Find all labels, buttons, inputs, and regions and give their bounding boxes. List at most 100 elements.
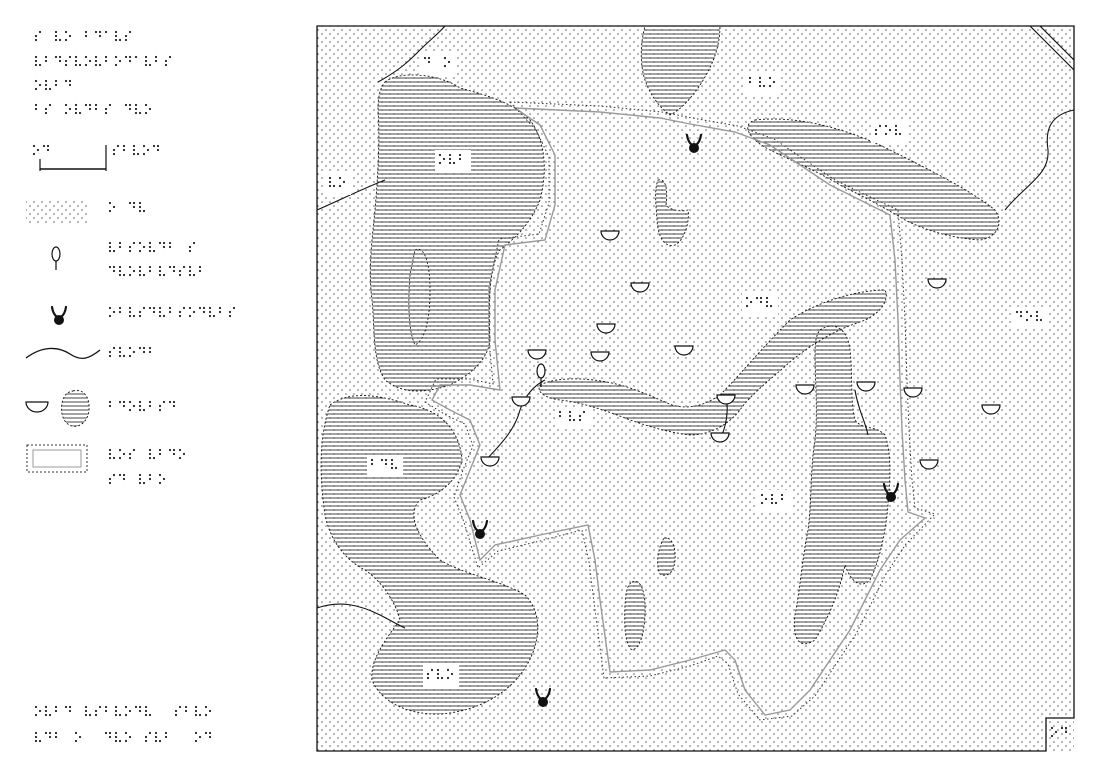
braille-dot (142, 346, 146, 350)
braille-dot (770, 501, 774, 505)
braille-dot (338, 176, 342, 180)
braille-dot (158, 408, 162, 412)
braille-dot (124, 713, 128, 717)
braille-dot (148, 713, 152, 717)
map-label-braille (745, 73, 781, 95)
braille-dot (112, 265, 116, 269)
braille-dot (780, 497, 784, 501)
braille-dot (34, 731, 38, 735)
braille-dot (198, 265, 202, 269)
braille-dot (98, 34, 102, 38)
braille-dot (118, 400, 122, 404)
braille-dot (1039, 318, 1043, 322)
braille-dot (38, 30, 42, 34)
braille-dot (568, 410, 572, 414)
braille-dot (168, 265, 172, 269)
braille-dot (582, 410, 586, 414)
braille-dot (154, 739, 158, 743)
braille-dot (142, 152, 146, 156)
braille-dot (765, 300, 769, 304)
braille-dot (168, 310, 172, 314)
braille-dot (1015, 310, 1019, 314)
map-note-braille (34, 705, 212, 743)
braille-dot (54, 731, 58, 735)
braille-dot (132, 269, 136, 273)
braille-dot (138, 314, 142, 318)
braille-dot (38, 63, 42, 67)
braille-dot (132, 152, 136, 156)
braille-dot (198, 713, 202, 717)
braille-dot (44, 111, 48, 115)
braille-dot (132, 314, 136, 318)
braille-dot (138, 241, 142, 245)
braille-dot (54, 38, 58, 42)
braille-dot (208, 306, 212, 310)
braille-dot (118, 456, 122, 460)
braille-dot (152, 144, 156, 148)
braille-dot (194, 705, 198, 709)
braille-dot (58, 59, 62, 63)
lake-south-small-a (657, 537, 676, 576)
braille-dot (192, 241, 196, 245)
braille-dot (142, 408, 146, 412)
braille-dot (108, 735, 112, 739)
braille-dot (38, 739, 42, 743)
scale-value-label-braille (112, 144, 160, 156)
braille-dot (118, 739, 122, 743)
braille-dot (64, 30, 68, 34)
braille-dot (128, 59, 132, 63)
braille-dot (178, 314, 182, 318)
braille-dot (68, 107, 72, 111)
braille-dot (44, 731, 48, 735)
braille-dot (158, 269, 162, 273)
braille-dot (758, 76, 762, 80)
braille-dot (108, 249, 112, 253)
braille-dot (138, 400, 142, 404)
braille-dot (94, 709, 98, 713)
braille-dot (48, 87, 52, 91)
braille-dot (88, 107, 92, 111)
braille-dot (148, 452, 152, 456)
map-label-braille (367, 455, 403, 477)
braille-dot (745, 296, 749, 300)
lake-central (538, 289, 887, 436)
braille-dot (448, 157, 452, 161)
braille-dot (158, 448, 162, 452)
braille-dot (84, 55, 88, 59)
braille-dot (168, 245, 172, 249)
braille-dot (118, 269, 122, 273)
braille-dot (78, 63, 82, 67)
braille-dot (114, 34, 118, 38)
braille-dot (768, 76, 772, 80)
braille-dot (158, 241, 162, 245)
braille-dot (446, 668, 450, 672)
braille-dot (370, 458, 374, 462)
braille-dot (162, 241, 166, 245)
braille-dot (162, 245, 166, 249)
braille-dot (128, 310, 132, 314)
braille-dot (427, 60, 431, 64)
braille-dot (112, 473, 116, 477)
braille-dot (44, 107, 48, 111)
braille-dot (48, 731, 52, 735)
lake-northeast (747, 118, 1000, 241)
braille-dot (114, 30, 118, 34)
map-label-braille (742, 293, 778, 315)
braille-dot (770, 493, 774, 497)
braille-dot (132, 241, 136, 245)
braille-dot (390, 458, 394, 462)
scale-bar (32, 144, 160, 171)
braille-dot (124, 103, 128, 107)
braille-dot (128, 201, 132, 205)
braille-dot (132, 205, 136, 209)
braille-dot (774, 501, 778, 505)
braille-dot (128, 273, 132, 277)
braille-dot (34, 34, 38, 38)
braille-dot (138, 111, 142, 115)
map-title-braille (34, 30, 172, 115)
braille-dot (118, 473, 122, 477)
braille-dot (144, 55, 148, 59)
braille-dot (430, 668, 434, 672)
braille-dot (148, 249, 152, 253)
braille-dot (108, 404, 112, 408)
